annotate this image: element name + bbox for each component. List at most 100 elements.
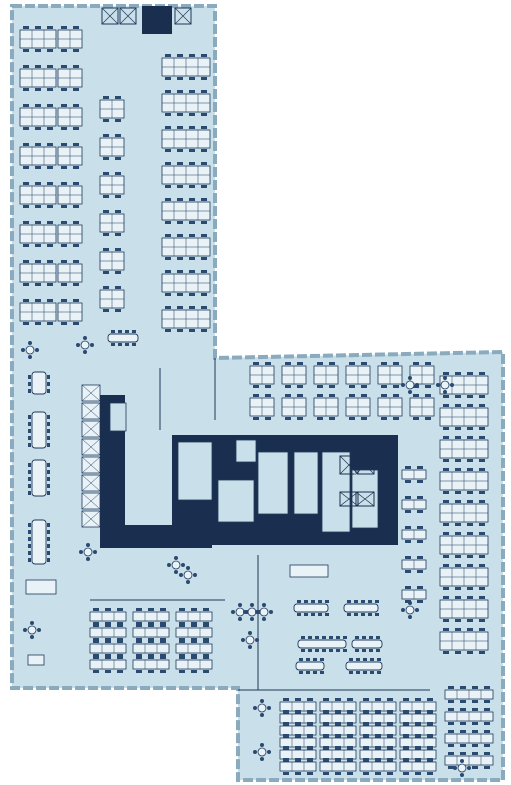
table-top <box>31 519 47 565</box>
chair <box>47 389 50 393</box>
chair <box>177 90 183 93</box>
chair <box>165 54 171 57</box>
chair <box>86 557 90 561</box>
chair <box>86 543 90 547</box>
chair <box>335 736 341 739</box>
desk-group <box>175 627 213 638</box>
chair <box>73 104 79 107</box>
desk-group <box>132 659 170 670</box>
chair <box>443 532 449 535</box>
chair <box>325 600 329 603</box>
desk-group <box>359 713 397 724</box>
chair <box>253 385 259 388</box>
chair <box>283 710 289 713</box>
desk-cluster <box>444 708 494 725</box>
chair <box>186 566 190 570</box>
chair <box>295 760 301 763</box>
chair <box>186 580 190 584</box>
chair <box>443 628 449 631</box>
chair <box>28 537 31 541</box>
chair <box>105 654 111 657</box>
chair <box>28 429 31 433</box>
chair <box>322 649 326 652</box>
meeting-table <box>28 459 50 497</box>
desk-cluster <box>439 596 489 622</box>
chair <box>93 656 99 659</box>
chair <box>455 564 461 567</box>
chair <box>267 706 271 710</box>
chair <box>179 656 185 659</box>
chair <box>307 758 313 761</box>
table-top <box>345 661 383 671</box>
chair <box>361 385 367 388</box>
chair <box>111 343 115 346</box>
chair <box>317 362 323 365</box>
chair <box>375 724 381 727</box>
chair <box>23 26 29 29</box>
chair <box>115 195 121 198</box>
chair <box>283 712 289 715</box>
chair <box>335 758 341 761</box>
chair <box>375 613 379 616</box>
chair <box>323 746 329 749</box>
chair <box>179 608 185 611</box>
chair <box>455 436 461 439</box>
chair <box>472 686 478 689</box>
chair <box>375 746 381 749</box>
desk-cluster <box>19 299 57 325</box>
chair <box>30 621 34 625</box>
chair <box>47 88 53 91</box>
chair <box>136 654 142 657</box>
desk-cluster <box>279 710 317 727</box>
chair <box>253 417 259 420</box>
chair <box>115 309 121 312</box>
meeting-table <box>293 600 329 616</box>
chair <box>47 299 53 302</box>
chair <box>375 772 381 775</box>
chair <box>165 90 171 93</box>
chair <box>189 257 195 260</box>
desk-group <box>175 611 213 622</box>
chair <box>93 654 99 657</box>
chair <box>47 436 50 440</box>
chair <box>28 341 32 345</box>
chair <box>201 329 207 332</box>
chair <box>28 530 31 534</box>
desk-group <box>319 701 357 712</box>
chair <box>105 670 111 673</box>
chair <box>47 558 50 562</box>
chair <box>427 698 433 701</box>
chair <box>347 736 353 739</box>
chair <box>35 299 41 302</box>
desk-cluster <box>439 628 489 654</box>
chair <box>35 244 41 247</box>
chair <box>467 628 473 631</box>
chair <box>28 470 31 474</box>
chair <box>320 658 324 661</box>
chair <box>405 586 411 589</box>
chair <box>443 395 449 398</box>
chair <box>243 610 247 614</box>
chair <box>307 736 313 739</box>
chair <box>283 736 289 739</box>
chair <box>443 500 449 503</box>
chair <box>329 649 333 652</box>
chair <box>417 496 423 499</box>
chair <box>427 722 433 725</box>
desk-cluster <box>439 564 489 590</box>
chair <box>347 772 353 775</box>
chair <box>336 649 340 652</box>
chair <box>23 628 27 632</box>
chair <box>103 119 109 122</box>
chair <box>165 257 171 260</box>
chair <box>115 134 121 137</box>
desk-group <box>132 611 170 622</box>
chair <box>47 443 50 447</box>
chair <box>403 734 409 737</box>
chair <box>479 427 485 430</box>
desk-cluster <box>19 26 57 52</box>
chair <box>47 260 53 263</box>
chair <box>347 600 351 603</box>
chair <box>323 748 329 751</box>
chair <box>73 26 79 29</box>
